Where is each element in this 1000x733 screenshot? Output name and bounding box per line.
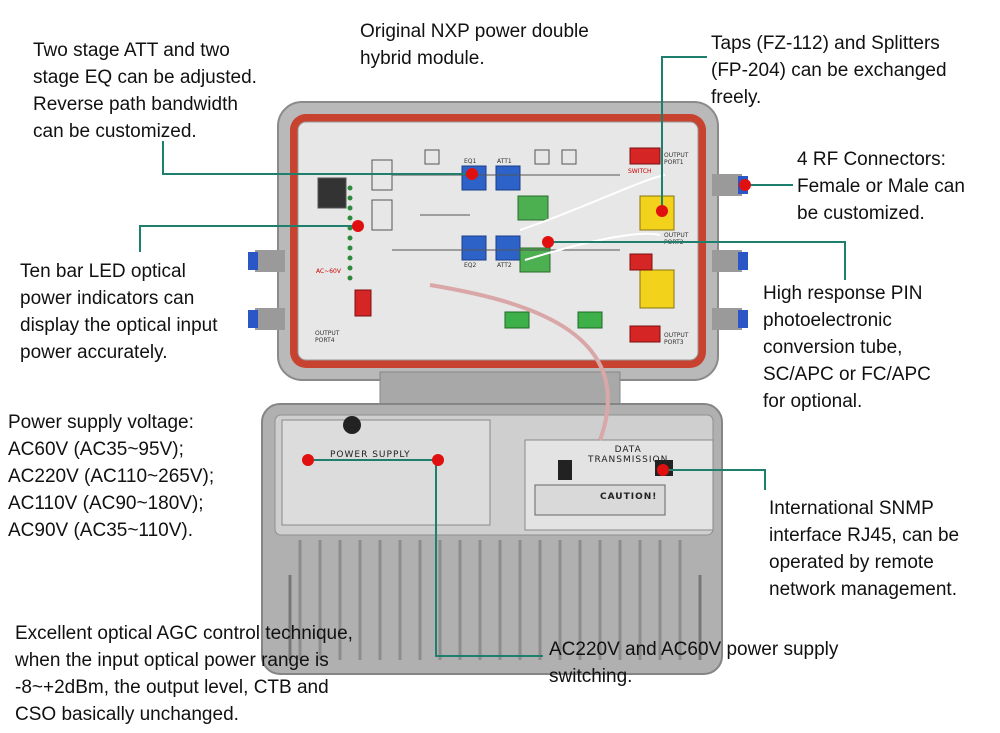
label-data-transmission: DATA TRANSMISSION (588, 445, 669, 465)
callout-agc: Excellent optical AGC control technique,… (15, 623, 353, 725)
label-switch: SWITCH (628, 168, 652, 175)
dot-led (352, 220, 364, 232)
label-ac60v: AC~60V (316, 268, 341, 275)
callout-rf: 4 RF Connectors: Female or Male can be c… (797, 149, 965, 224)
label-output-port1: OUTPUT PORT1 (664, 152, 689, 166)
panel-circuit (317, 149, 620, 251)
label-caution: CAUTION! (600, 492, 658, 502)
leader-led (139, 225, 358, 252)
dot-pin (542, 236, 554, 248)
green-module-2 (577, 311, 603, 329)
callout-nxp: Original NXP power double hybrid module. (360, 21, 589, 69)
leader-taps (661, 56, 707, 211)
dot-snmp (657, 464, 669, 476)
dot-taps (656, 205, 668, 217)
leader-switching (435, 460, 543, 657)
callout-switching: AC220V and AC60V power supply switching. (549, 639, 839, 687)
red-switches (354, 147, 661, 343)
label-output-port4: OUTPUT PORT4 (315, 330, 340, 344)
callout-taps: Taps (FZ-112) and Splitters (FP-204) can… (711, 33, 947, 108)
callout-att-eq: Two stage ATT and two stage EQ can be ad… (33, 40, 257, 142)
callout-snmp: International SNMP interface RJ45, can b… (769, 498, 960, 600)
dot-att-eq (466, 168, 478, 180)
callout-power: Power supply voltage: AC60V (AC35~95V); … (8, 412, 215, 541)
green-module (504, 311, 530, 329)
fiber-bundle (429, 283, 610, 441)
label-att1: ATT1 (497, 158, 512, 165)
heat-fins (298, 540, 682, 660)
springs (288, 575, 702, 660)
power-supply-module (281, 419, 491, 526)
leader-pin (548, 241, 846, 280)
leader-att-eq (162, 141, 472, 175)
knob (343, 416, 361, 434)
dot-rf (739, 179, 751, 191)
label-att2: ATT2 (497, 262, 512, 269)
label-power-supply: POWER SUPPLY (330, 450, 411, 460)
dot-power-right (432, 454, 444, 466)
dot-power-left (302, 454, 314, 466)
callout-pin: High response PIN photoelectronic conver… (763, 283, 931, 412)
leader-snmp (663, 469, 766, 490)
caution-label (534, 484, 666, 516)
label-eq2: EQ2 (464, 262, 477, 269)
label-eq1: EQ1 (464, 158, 477, 165)
ac-switch (558, 460, 572, 480)
taps-splitters (639, 195, 675, 309)
label-output-port3: OUTPUT PORT3 (664, 332, 689, 346)
eq-att-blocks (461, 165, 521, 261)
callout-led: Ten bar LED optical power indicators can… (20, 261, 218, 363)
